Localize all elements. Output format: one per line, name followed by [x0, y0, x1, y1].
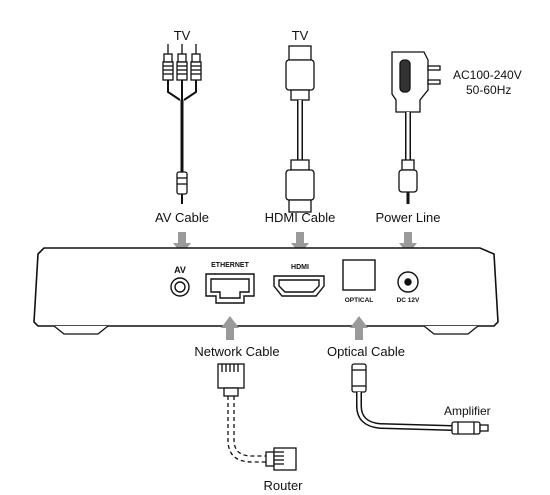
arrow-up-network — [221, 316, 239, 340]
av-jack-plug — [176, 171, 188, 195]
hdmi-port — [273, 275, 325, 297]
network-cable — [217, 363, 297, 471]
plug-prong-bottom — [427, 79, 441, 85]
optical-port — [342, 259, 376, 291]
rca-plug-left — [162, 44, 174, 81]
optical-port-label: OPTICAL — [345, 297, 374, 304]
tv-label-av: TV — [174, 28, 191, 43]
power-spec-voltage: AC100-240V — [453, 68, 522, 82]
device-rear-panel — [33, 247, 499, 335]
hdmi-plug-bottom — [288, 199, 312, 213]
tv-label-hdmi: TV — [292, 28, 309, 43]
network-cable-label: Network Cable — [194, 344, 279, 359]
ethernet-port-label: ETHERNET — [211, 262, 249, 269]
hdmi-cable-label: HDMI Cable — [265, 210, 336, 225]
device-foot-left — [53, 325, 109, 335]
plug-prong-top — [427, 65, 441, 71]
av-port — [170, 277, 190, 297]
hdmi-cable — [285, 45, 315, 213]
optical-cable — [351, 363, 489, 435]
arrow-up-optical — [350, 316, 368, 340]
optical-plug-device — [351, 363, 367, 393]
power-line-label: Power Line — [375, 210, 440, 225]
power-spec-frequency: 50-60Hz — [466, 83, 511, 97]
av-cable — [162, 44, 202, 204]
router-label: Router — [263, 478, 303, 493]
amplifier-label: Amplifier — [444, 404, 491, 418]
power-cable — [391, 51, 441, 204]
device-foot-right — [423, 325, 479, 335]
rca-plug-right — [190, 44, 202, 81]
dc-port — [397, 271, 419, 293]
av-port-label: AV — [174, 265, 186, 275]
rj45-plug-router — [273, 447, 297, 471]
optical-cable-label: Optical Cable — [327, 344, 405, 359]
optical-plug-amplifier — [451, 421, 481, 435]
rca-plug-middle — [176, 44, 188, 81]
dc-port-label: DC 12V — [397, 297, 420, 304]
hdmi-port-label: HDMI — [291, 264, 309, 271]
hdmi-plug-top — [288, 45, 312, 61]
ethernet-port — [205, 273, 255, 304]
av-cable-label: AV Cable — [155, 210, 209, 225]
